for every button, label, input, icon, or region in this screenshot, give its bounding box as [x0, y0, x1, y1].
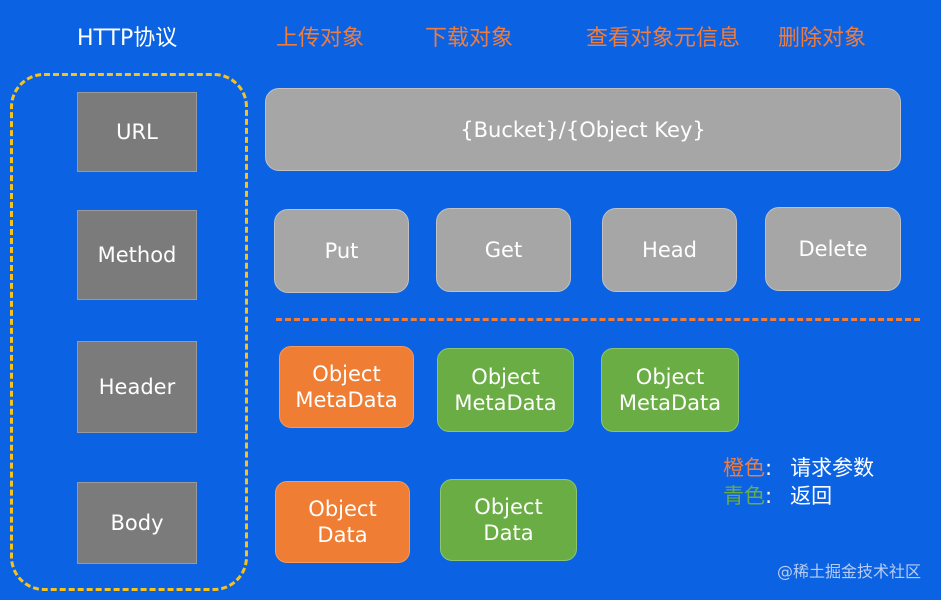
head-method: Head: [602, 208, 737, 292]
box-line: MetaData: [618, 391, 722, 415]
body-part: Body: [77, 482, 197, 564]
protocol-header: HTTP协议: [77, 26, 178, 51]
delete-method: Delete: [765, 207, 901, 291]
download-header: 下载对象: [425, 26, 514, 51]
upload-data-box: Object Data: [275, 481, 410, 563]
legend-colon: :: [765, 456, 773, 480]
box-line: Object: [312, 362, 381, 386]
box-line: Object: [474, 495, 543, 519]
head-metadata-box: Object MetaData: [601, 348, 739, 432]
box-line: MetaData: [295, 388, 398, 412]
legend-response: 青色: 返回: [723, 482, 832, 510]
method-part: Method: [77, 210, 197, 300]
delete-header: 删除对象: [778, 26, 867, 51]
download-data-box: Object Data: [440, 479, 577, 561]
box-line: Object: [308, 497, 377, 521]
get-method: Get: [436, 208, 571, 292]
view-meta-header: 查看对象元信息: [586, 26, 741, 51]
put-method: Put: [274, 209, 409, 293]
box-line: Object: [635, 365, 705, 389]
legend-request: 橙色: 请求参数: [723, 454, 874, 482]
box-line: MetaData: [454, 391, 557, 415]
legend-orange-label: 橙色: [723, 456, 765, 480]
upload-metadata-box: Object MetaData: [279, 346, 414, 428]
url-template: {Bucket}/{Object Key}: [265, 88, 901, 171]
legend-green-label: 青色: [723, 484, 765, 508]
box-line: Data: [317, 523, 368, 547]
box-line: Object: [471, 365, 540, 389]
legend-colon: :: [765, 484, 773, 508]
legend-response-meaning: 返回: [790, 484, 833, 508]
protocol-frame: [10, 73, 248, 591]
upload-header: 上传对象: [276, 26, 365, 51]
separator-line: [276, 318, 920, 321]
watermark: @稀土掘金技术社区: [776, 562, 921, 581]
header-part: Header: [77, 341, 197, 433]
url-part: URL: [77, 92, 197, 172]
legend-request-meaning: 请求参数: [790, 456, 875, 480]
download-metadata-box: Object MetaData: [437, 348, 574, 432]
box-line: Data: [483, 521, 534, 545]
